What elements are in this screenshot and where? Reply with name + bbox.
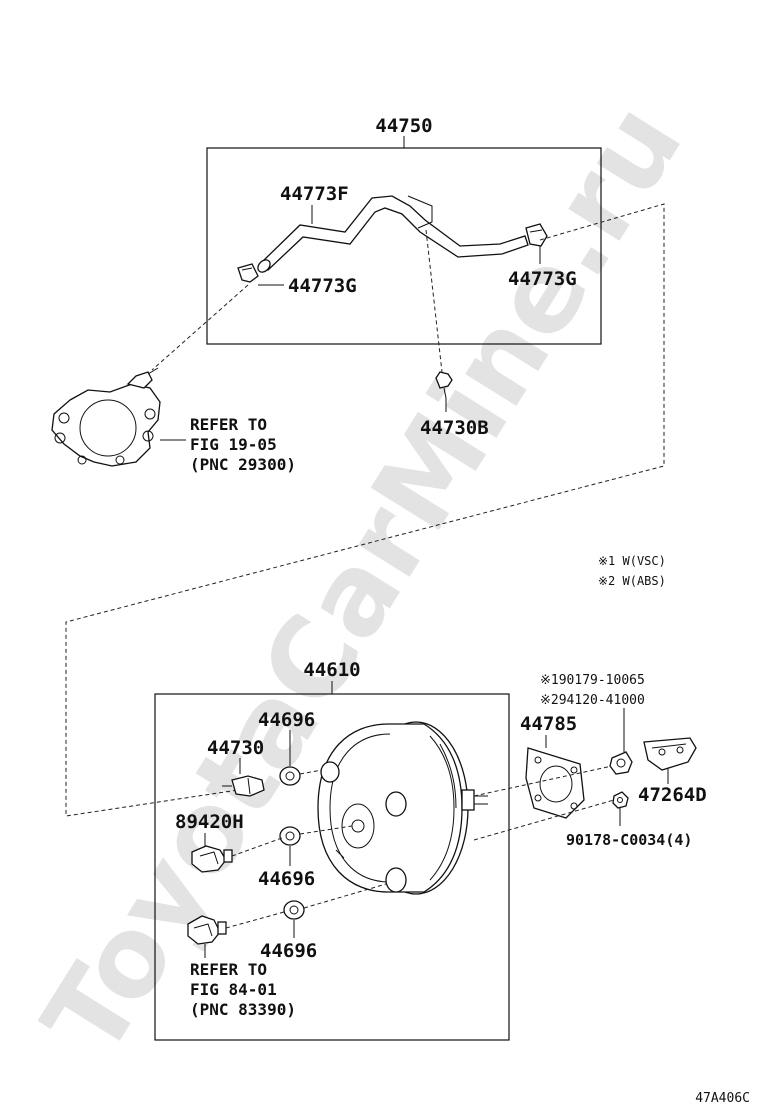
part-number-spacer-2[interactable]: ※294120-41000	[540, 693, 645, 708]
grommet-bottom[interactable]	[283, 900, 305, 920]
hose-clip-left[interactable]	[237, 263, 259, 283]
grommet-middle[interactable]	[279, 826, 301, 846]
dash-hose-to-booster	[65, 203, 665, 817]
part-number-44750[interactable]: 44750	[375, 115, 432, 137]
dash-referred-sensor	[225, 911, 285, 929]
part-number-44773G-right[interactable]: 44773G	[508, 268, 577, 290]
part-number-44610[interactable]: 44610	[303, 659, 360, 681]
dash-spacer	[473, 765, 613, 797]
part-number-44773F[interactable]: 44773F	[280, 183, 349, 205]
brake-booster-part[interactable]	[317, 721, 488, 895]
refer-sensor-line3: (PNC 83390)	[190, 1000, 296, 1019]
part-number-47264D[interactable]: 47264D	[638, 784, 707, 806]
dash-nut	[473, 799, 615, 841]
refer-pump-line3: (PNC 29300)	[190, 455, 296, 474]
clevis-part[interactable]	[643, 737, 697, 771]
dash-grommet-mid	[299, 825, 353, 835]
part-number-44773G-left[interactable]: 44773G	[288, 275, 357, 297]
refer-pump-line2: FIG 19-05	[190, 435, 277, 454]
part-number-44785[interactable]: 44785	[520, 713, 577, 735]
grommet-top[interactable]	[279, 766, 301, 786]
referred-sensor-part[interactable]	[187, 915, 227, 945]
check-valve-part[interactable]	[435, 371, 453, 399]
dash-sensor	[231, 837, 283, 857]
vacuum-pump-part[interactable]	[51, 367, 161, 467]
vacuum-hose-part[interactable]	[256, 195, 529, 274]
part-number-spacer-1[interactable]: ※190179-10065	[540, 673, 645, 688]
refer-sensor-line1: REFER TO	[190, 960, 267, 979]
note-abs: ※2 W(ABS)	[598, 574, 666, 588]
note-vsc: ※1 W(VSC)	[598, 554, 666, 568]
booster-gasket-part[interactable]	[525, 747, 585, 819]
hose-clip-right[interactable]	[525, 223, 548, 247]
part-number-89420H[interactable]: 89420H	[175, 811, 244, 833]
figure-code: 47A406C	[695, 1091, 750, 1106]
vacuum-union-part[interactable]	[222, 775, 265, 797]
part-number-nut[interactable]: 90178-C0034(4)	[566, 831, 692, 849]
nut-part[interactable]	[612, 791, 629, 809]
part-number-44696-bottom[interactable]: 44696	[260, 940, 317, 962]
part-number-44696-mid[interactable]: 44696	[258, 868, 315, 890]
dash-grommet-bottom	[303, 883, 387, 909]
dash-pump	[151, 284, 249, 371]
vacuum-sensor-part[interactable]	[191, 845, 233, 873]
refer-sensor-line2: FIG 84-01	[190, 980, 277, 999]
booster-assembly-frame	[154, 693, 510, 1041]
spacer-part[interactable]	[609, 751, 633, 775]
part-number-44696-top[interactable]: 44696	[258, 709, 315, 731]
part-number-44730B[interactable]: 44730B	[420, 417, 489, 439]
dash-check-valve	[425, 229, 443, 373]
part-number-44730[interactable]: 44730	[207, 737, 264, 759]
hose-assembly-frame	[206, 147, 602, 345]
refer-pump-line1: REFER TO	[190, 415, 267, 434]
dash-grommet-top	[299, 769, 323, 775]
